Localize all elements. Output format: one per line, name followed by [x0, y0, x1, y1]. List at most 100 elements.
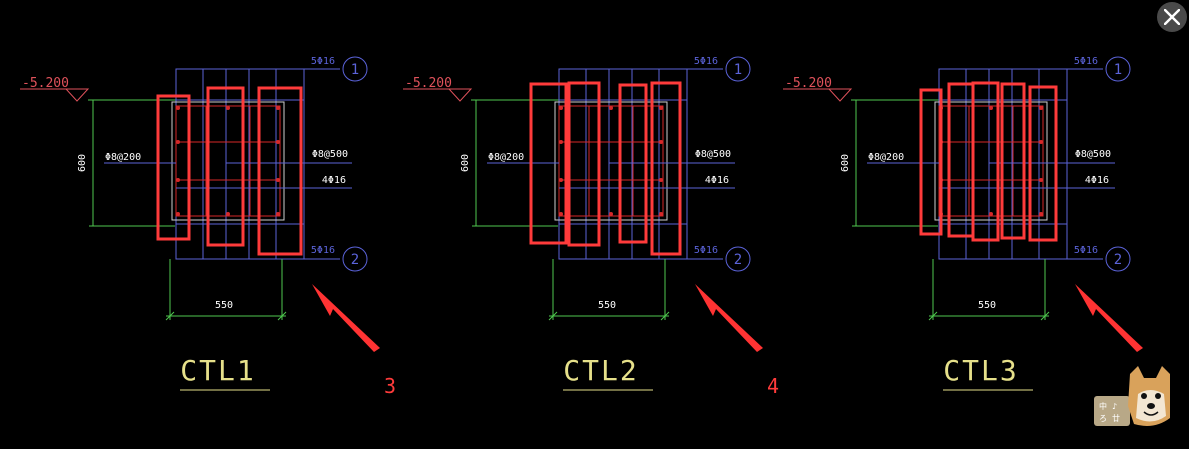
stirrup-outer — [175, 105, 281, 217]
close-button[interactable] — [1157, 2, 1187, 32]
rebar-dot — [176, 106, 180, 110]
column-section — [171, 101, 285, 221]
left-stirrup-label: Φ8@200 — [488, 152, 524, 163]
axis-bubble-bottom — [725, 246, 751, 272]
detail-title: CTL1 — [180, 354, 255, 387]
axis-label-bottom: 2 — [734, 252, 742, 268]
highlight-box — [971, 81, 1000, 242]
sticker-keypad — [1094, 396, 1130, 426]
height-dim-label: 600 — [77, 154, 88, 172]
elevation-triangle — [827, 88, 853, 102]
rebar-dot — [559, 212, 563, 216]
sticker-key: 廿 — [1112, 413, 1120, 423]
right-stirrup-label: Φ8@500 — [695, 149, 731, 160]
rebar-dot — [276, 212, 280, 216]
callout-arrow — [312, 284, 380, 352]
axis-bubble-top — [1105, 56, 1131, 82]
mid-rebar-label: 4Φ16 — [322, 175, 346, 186]
rebar-dot — [276, 106, 280, 110]
dog-nose — [1147, 403, 1155, 409]
rebar-dot — [609, 106, 613, 110]
dog-eye — [1141, 393, 1147, 399]
rebar-dot — [659, 178, 663, 182]
width-dim-tick — [1040, 311, 1050, 321]
top-rebar-label: 5Φ16 — [1074, 56, 1098, 67]
rebar-dot — [1039, 106, 1043, 110]
highlight-box — [650, 81, 682, 256]
axis-label-top: 1 — [351, 62, 359, 78]
width-dim-label: 550 — [598, 300, 616, 311]
rebar-dot — [226, 212, 230, 216]
grid-frame — [558, 68, 688, 260]
detail-title: CTL2 — [563, 354, 638, 387]
width-dim-tick — [548, 311, 558, 321]
highlight-box — [567, 81, 601, 247]
elevation-label: -5.200 — [785, 76, 832, 91]
sticker-key: 中 — [1099, 401, 1107, 411]
highlight-box — [529, 82, 568, 245]
width-dim-tick — [277, 311, 287, 321]
mid-rebar-label: 4Φ16 — [1085, 175, 1109, 186]
highlight-box — [1028, 85, 1058, 242]
axis-bubble-bottom — [342, 246, 368, 272]
callout-arrow — [695, 284, 763, 352]
column-section — [934, 101, 1048, 221]
rebar-dot — [559, 140, 563, 144]
top-rebar-label: 5Φ16 — [311, 56, 335, 67]
axis-label-top: 1 — [1114, 62, 1122, 78]
highlight-box — [919, 88, 943, 236]
rebar-dot — [559, 178, 563, 182]
highlight-box — [618, 83, 648, 244]
callout-arrow — [1075, 284, 1143, 352]
rebar-dot — [226, 106, 230, 110]
right-stirrup-label: Φ8@500 — [312, 149, 348, 160]
rebar-dot — [659, 106, 663, 110]
sticker-key: ♪ — [1112, 402, 1117, 411]
detail-title: CTL3 — [943, 354, 1018, 387]
bottom-rebar-label: 5Φ16 — [1074, 245, 1098, 256]
elevation-label: -5.200 — [22, 76, 69, 91]
rebar-dot — [1039, 212, 1043, 216]
dog-mouth — [1143, 411, 1159, 416]
rebar-dot — [276, 140, 280, 144]
axis-bubble-top — [342, 56, 368, 82]
elevation-triangle — [447, 88, 473, 102]
stirrup-inner — [588, 105, 634, 217]
rebar-dot — [176, 140, 180, 144]
width-dim-label: 550 — [215, 300, 233, 311]
rebar-dot — [609, 212, 613, 216]
grid-frame — [175, 68, 305, 260]
callout-number: 4 — [767, 374, 779, 398]
rebar-dot — [176, 212, 180, 216]
bottom-rebar-label: 5Φ16 — [311, 245, 335, 256]
highlight-box — [257, 86, 303, 256]
height-dim-label: 600 — [840, 154, 851, 172]
rebar-dot — [989, 212, 993, 216]
left-stirrup-label: Φ8@200 — [868, 152, 904, 163]
bottom-rebar-label: 5Φ16 — [694, 245, 718, 256]
highlight-box — [1000, 82, 1026, 240]
rebar-dot — [1039, 178, 1043, 182]
shiba-dog-sticker: 中 ♪ ろ 廿 — [1094, 366, 1172, 430]
axis-label-bottom: 2 — [1114, 252, 1122, 268]
mid-rebar-label: 4Φ16 — [705, 175, 729, 186]
callout-number: 3 — [384, 374, 396, 398]
rebar-dot — [276, 178, 280, 182]
axis-bubble-bottom — [1105, 246, 1131, 272]
dog-eye — [1155, 393, 1161, 399]
close-icon — [1164, 9, 1180, 25]
elevation-label: -5.200 — [405, 76, 452, 91]
highlight-box — [206, 86, 245, 247]
height-dim-label: 600 — [460, 154, 471, 172]
axis-label-top: 1 — [734, 62, 742, 78]
left-stirrup-label: Φ8@200 — [105, 152, 141, 163]
width-dim-tick — [928, 311, 938, 321]
stirrup-inner — [968, 105, 1014, 217]
right-stirrup-label: Φ8@500 — [1075, 149, 1111, 160]
rebar-dot — [1039, 140, 1043, 144]
rebar-dot — [559, 106, 563, 110]
rebar-dot — [659, 140, 663, 144]
